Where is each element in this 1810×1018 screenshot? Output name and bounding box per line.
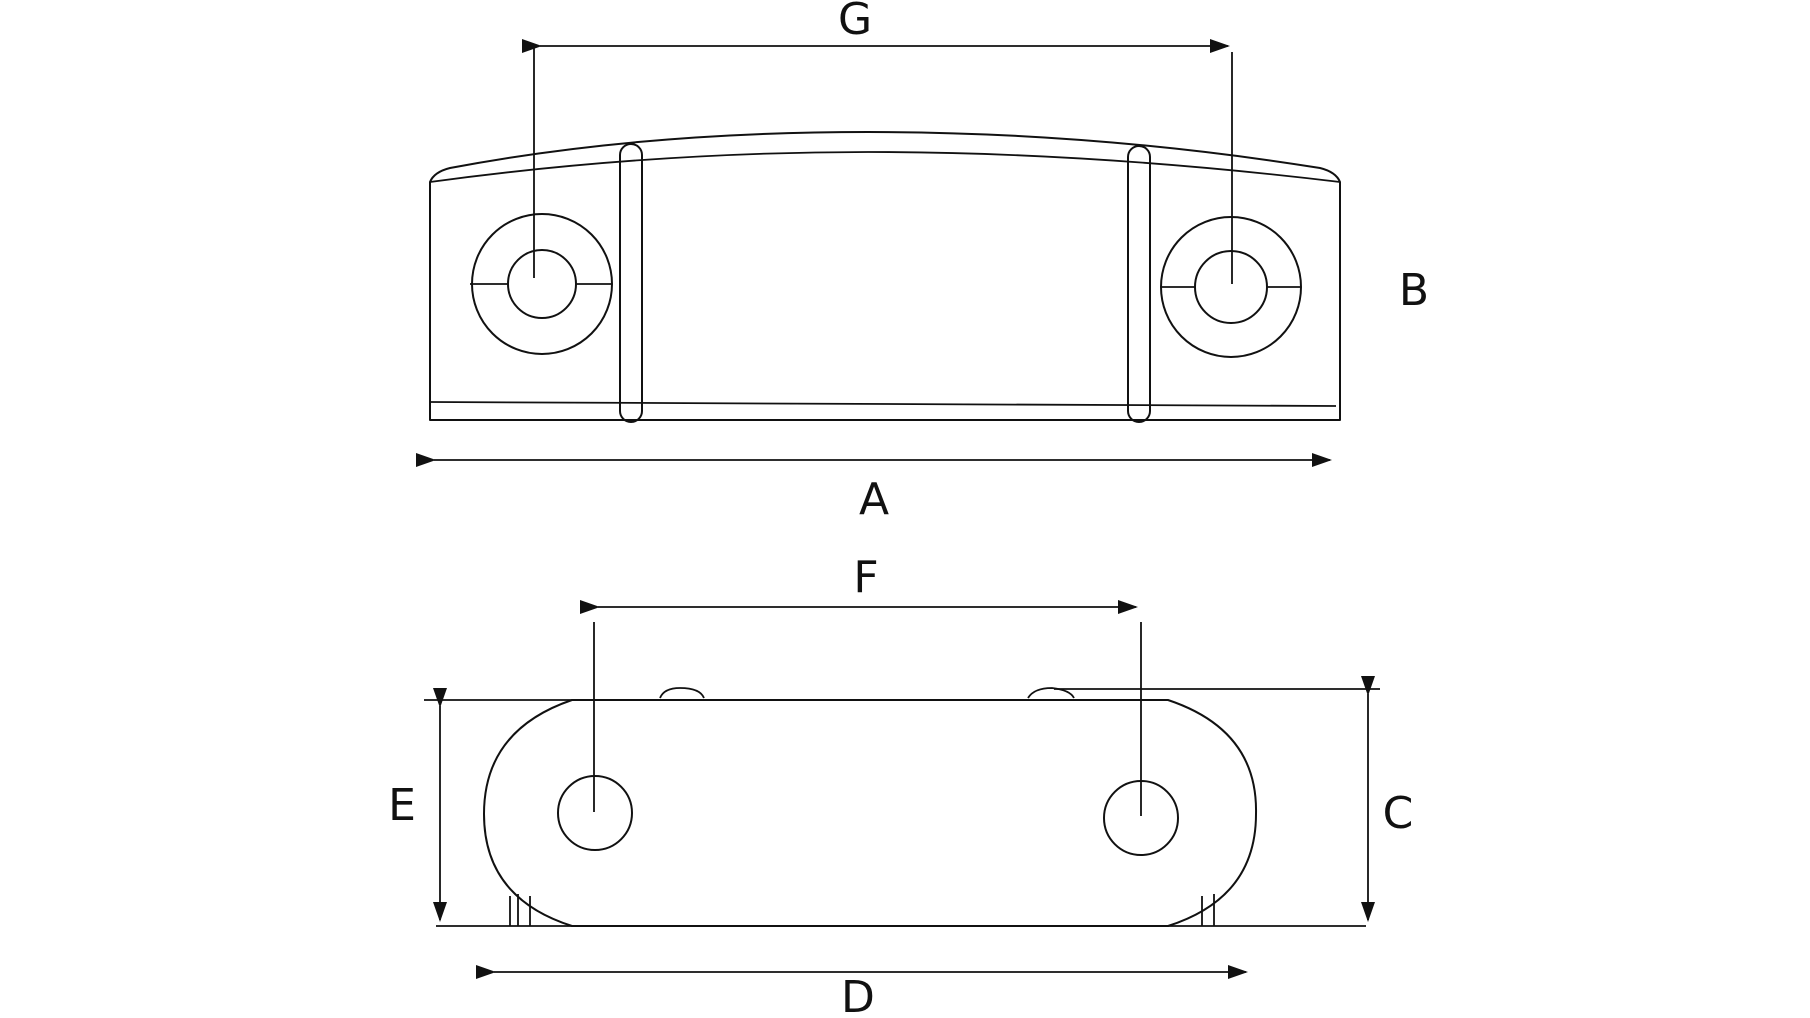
top-bump-left [659,687,705,699]
right-mounting-hole [1160,216,1302,358]
right-slot [1127,145,1151,423]
bottom-left-hole [557,775,633,851]
bottom-view [424,600,1380,979]
left-slot [619,143,643,423]
top-view-inner-bottom-edge [429,401,1337,407]
left-mounting-hole [470,213,613,355]
label-c: C [1383,788,1414,839]
label-d: D [841,972,875,1018]
label-e: E [388,780,416,831]
top-view-inner-top-edge [429,151,1341,183]
top-bump-right [1027,687,1075,699]
top-view-outline [429,131,1341,421]
label-f: F [853,552,878,603]
label-b: B [1399,265,1429,316]
bottom-pad-left [509,894,531,926]
label-a: A [859,474,889,525]
label-g: G [838,0,872,45]
top-view [416,39,1341,467]
